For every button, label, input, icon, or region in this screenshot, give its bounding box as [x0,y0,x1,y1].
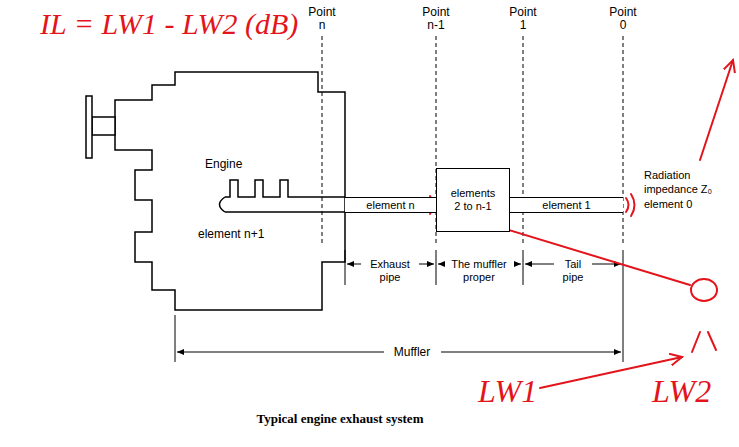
element-label: element 0 [644,197,728,211]
node-text: elements 2 to n-1 [448,187,498,213]
muffler-box: elements 2 to n-1 [436,168,510,232]
tail-pipe: element 1 [510,197,623,213]
dimension-label: Exhaust pipe [365,258,415,284]
handwritten-formula: IL = LW1 - LW2 (dB) [40,6,298,42]
figure-caption: Typical engine exhaust system [220,411,460,427]
engine-outline [86,72,345,310]
point-lines [322,36,623,245]
dimension-label: The muffler proper [447,258,511,284]
dimension-ticks [175,250,623,362]
engine-label: Engine [205,158,242,171]
point-label: Point 1 [506,6,540,32]
node-text: element n [366,199,414,211]
handwritten-label: LW2 [652,372,711,410]
hand-annotations [430,60,733,388]
exhaust-manifold [220,180,346,212]
element-label: element n+1 [198,228,264,241]
point-label: Point 0 [606,6,640,32]
dimension-label: Tail pipe [558,258,588,284]
point-label: Point n [305,6,339,32]
point-label: Point n-1 [416,6,456,32]
radiation-label: Radiation impedance Z₀ [644,168,728,196]
dimension-label: Muffler [389,346,435,359]
handwritten-label: LW1 [478,372,537,410]
exhaust-pipe: element n [345,197,436,213]
node-text: element 1 [542,199,590,211]
engine-block: Engine element n+1 [80,65,350,315]
